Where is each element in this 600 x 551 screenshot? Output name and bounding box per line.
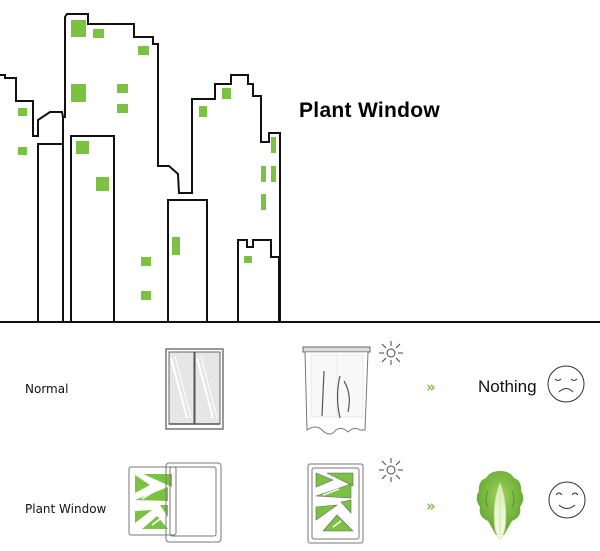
building-front-3 <box>167 199 208 323</box>
building-front-2 <box>70 135 115 323</box>
green-windows <box>18 20 276 300</box>
building-front-1 <box>37 143 64 323</box>
plant-window-icon <box>307 463 364 544</box>
arrow-icon: » <box>426 497 436 515</box>
sliding-plant-window-icon <box>128 462 222 543</box>
result-text-nothing: Nothing <box>478 377 537 396</box>
arrow-icon: » <box>426 378 436 396</box>
building-outline-left <box>0 13 281 322</box>
city-skyline-illustration <box>0 13 600 323</box>
page-title: Plant Window <box>299 99 441 122</box>
double-pane-window-icon <box>165 348 224 430</box>
lettuce-icon <box>476 471 524 540</box>
row-label-normal: Normal <box>25 382 69 396</box>
sun-icon <box>379 458 403 482</box>
happy-face-icon <box>548 481 586 519</box>
sun-icon <box>379 341 403 365</box>
row-label-plant-window: Plant Window <box>25 502 107 516</box>
sad-face-icon <box>547 365 585 403</box>
curtained-window-icon <box>302 346 371 435</box>
building-front-4 <box>237 239 280 322</box>
